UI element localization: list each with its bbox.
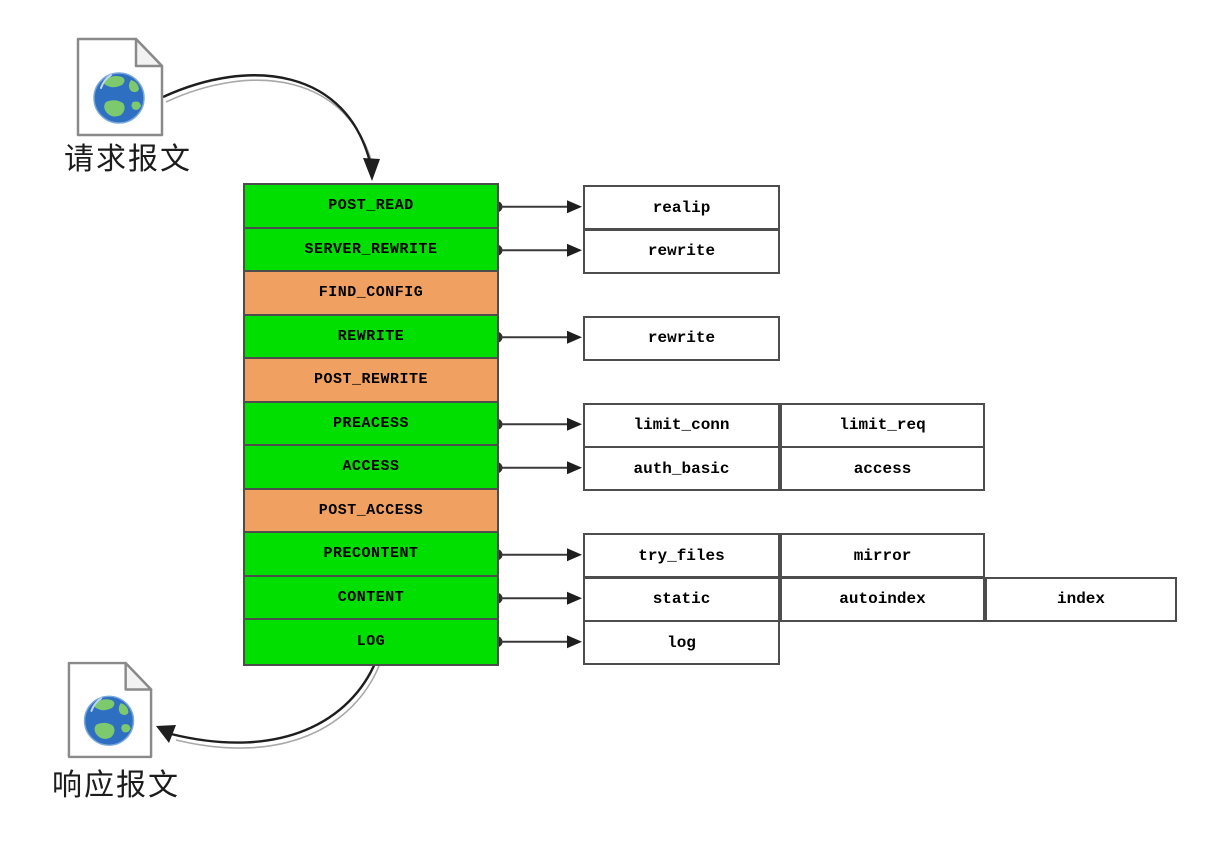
module-try-files: try_files: [583, 533, 780, 578]
module-index: index: [985, 576, 1177, 622]
phase-server-rewrite: SERVER_REWRITE: [245, 228, 497, 272]
request-label: 请求报文: [64, 142, 192, 177]
response-arrow-curve: [170, 660, 378, 744]
globe-icon: [83, 695, 135, 746]
module-log: log: [583, 620, 780, 665]
module-access: access: [780, 446, 985, 491]
document-fold: [134, 37, 164, 68]
response-label: 响应报文: [52, 768, 180, 803]
phase-post-rewrite: POST_REWRITE: [245, 359, 497, 403]
phase-precontent: PRECONTENT: [245, 533, 497, 577]
module-rewrite: rewrite: [583, 228, 780, 274]
phase-content: CONTENT: [245, 576, 497, 620]
module-auth-basic: auth_basic: [583, 446, 780, 491]
connector-arrowhead: [567, 330, 582, 344]
phase-preacess: PREACESS: [245, 402, 497, 446]
module-rewrite: rewrite: [583, 315, 780, 361]
module-static: static: [583, 576, 780, 622]
phase-access: ACCESS: [245, 446, 497, 490]
module-limit-conn: limit_conn: [583, 402, 780, 448]
connector-arrowhead: [567, 200, 582, 214]
connector-arrowhead: [567, 635, 582, 649]
module-autoindex: autoindex: [780, 576, 985, 622]
module-realip: realip: [583, 185, 780, 230]
connector-arrowhead: [567, 591, 582, 605]
request-document-icon: [75, 36, 165, 143]
connector-arrowhead: [567, 417, 582, 431]
response-document-icon: [66, 660, 154, 765]
response-arrow-shadow: [175, 665, 380, 749]
phase-rewrite: REWRITE: [245, 315, 497, 359]
phase-post-read: POST_READ: [245, 185, 497, 229]
module-mirror: mirror: [780, 533, 985, 578]
request-arrow-shadow: [165, 79, 375, 171]
phase-post-access: POST_ACCESS: [245, 489, 497, 533]
response-arrowhead: [156, 725, 176, 743]
connector-arrowhead: [567, 548, 582, 562]
connector-arrowhead: [567, 243, 582, 257]
document-fold: [124, 661, 153, 691]
phase-find-config: FIND_CONFIG: [245, 272, 497, 316]
connector-arrowhead: [567, 461, 582, 475]
module-limit-req: limit_req: [780, 402, 985, 448]
request-arrow-curve: [162, 74, 373, 167]
request-arrowhead: [363, 158, 380, 181]
globe-icon: [93, 72, 145, 124]
phase-log: LOG: [245, 620, 497, 664]
